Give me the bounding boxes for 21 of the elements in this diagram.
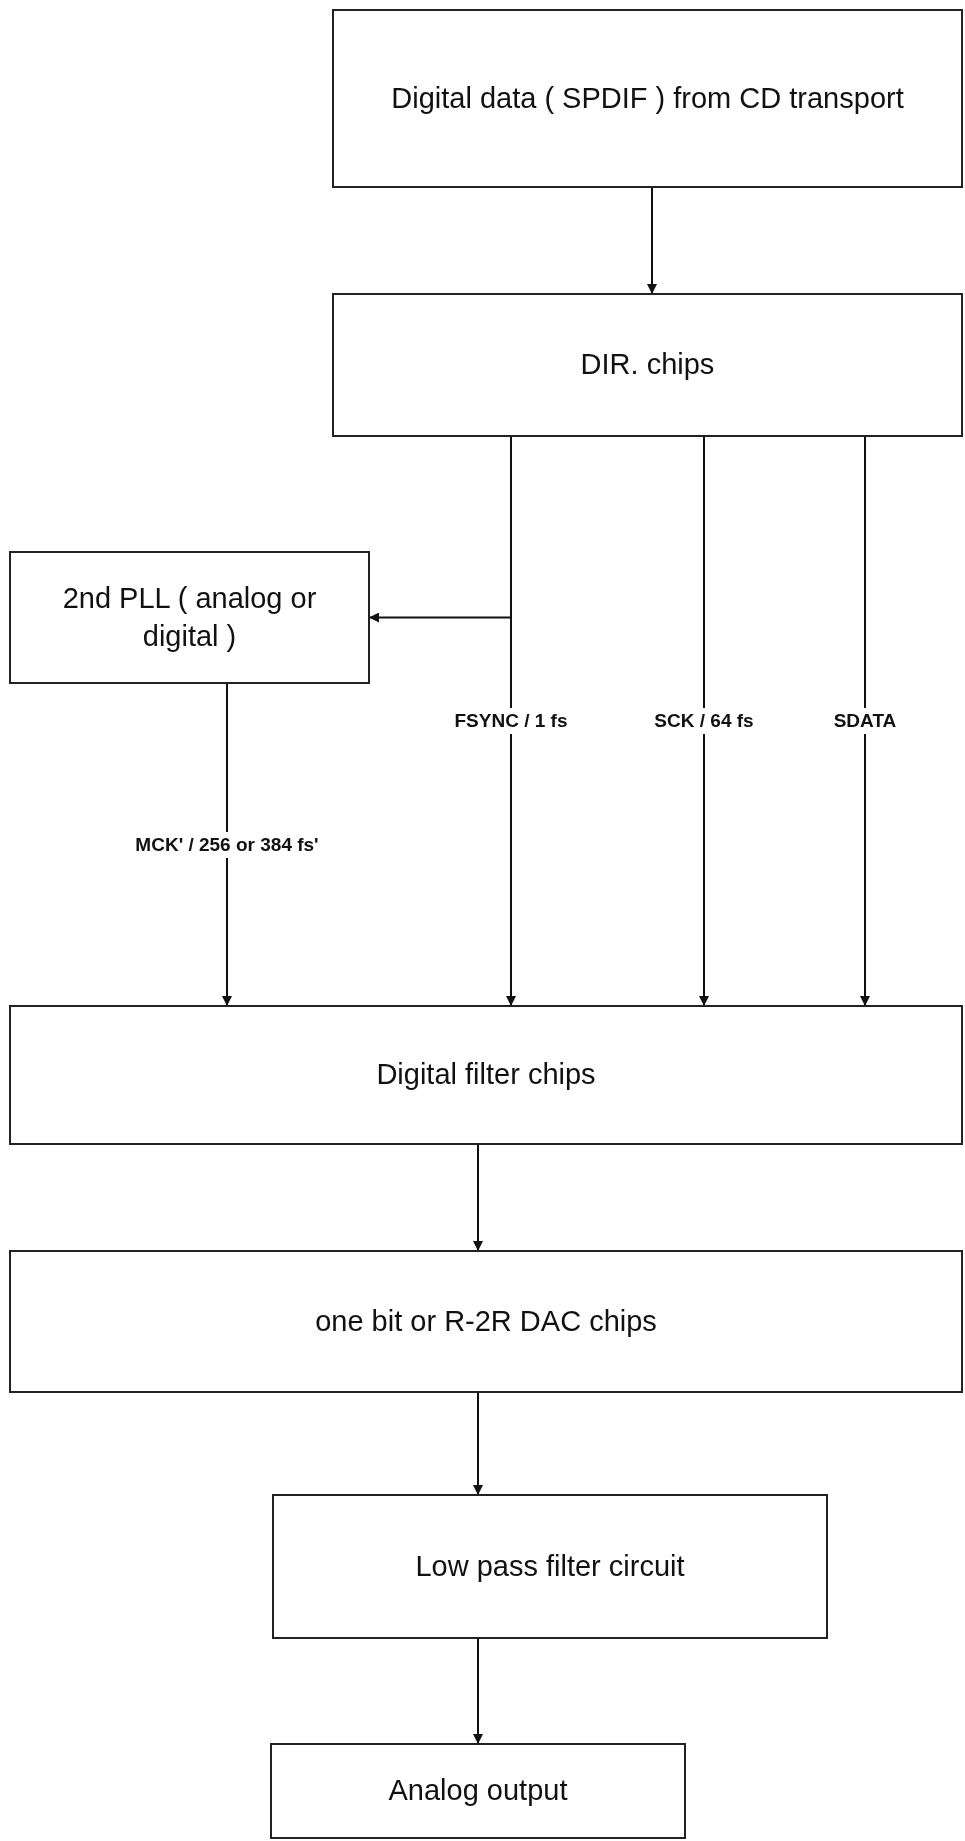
arrow (473, 1392, 483, 1495)
arrow (647, 187, 657, 294)
box-label: Analog output (388, 1773, 568, 1809)
box-label: Digital data ( SPDIF ) from CD transport (391, 80, 904, 116)
box-label: Digital filter chips (376, 1057, 596, 1093)
process-box (272, 1494, 828, 1639)
arrow (699, 436, 709, 1006)
box-label: 2nd PLL ( analog or digital ) (61, 580, 318, 654)
process-box (9, 551, 370, 684)
arrow (860, 436, 870, 1006)
process-box (9, 1005, 963, 1145)
process-box (332, 293, 963, 437)
arrow (473, 1144, 483, 1251)
arrow (222, 683, 232, 1006)
box-label: one bit or R-2R DAC chips (315, 1303, 657, 1339)
process-box (270, 1743, 686, 1839)
process-box (332, 9, 963, 188)
box-label: DIR. chips (580, 347, 715, 383)
box-label: Low pass filter circuit (415, 1548, 685, 1584)
arrow (473, 1638, 483, 1744)
process-box (9, 1250, 963, 1393)
